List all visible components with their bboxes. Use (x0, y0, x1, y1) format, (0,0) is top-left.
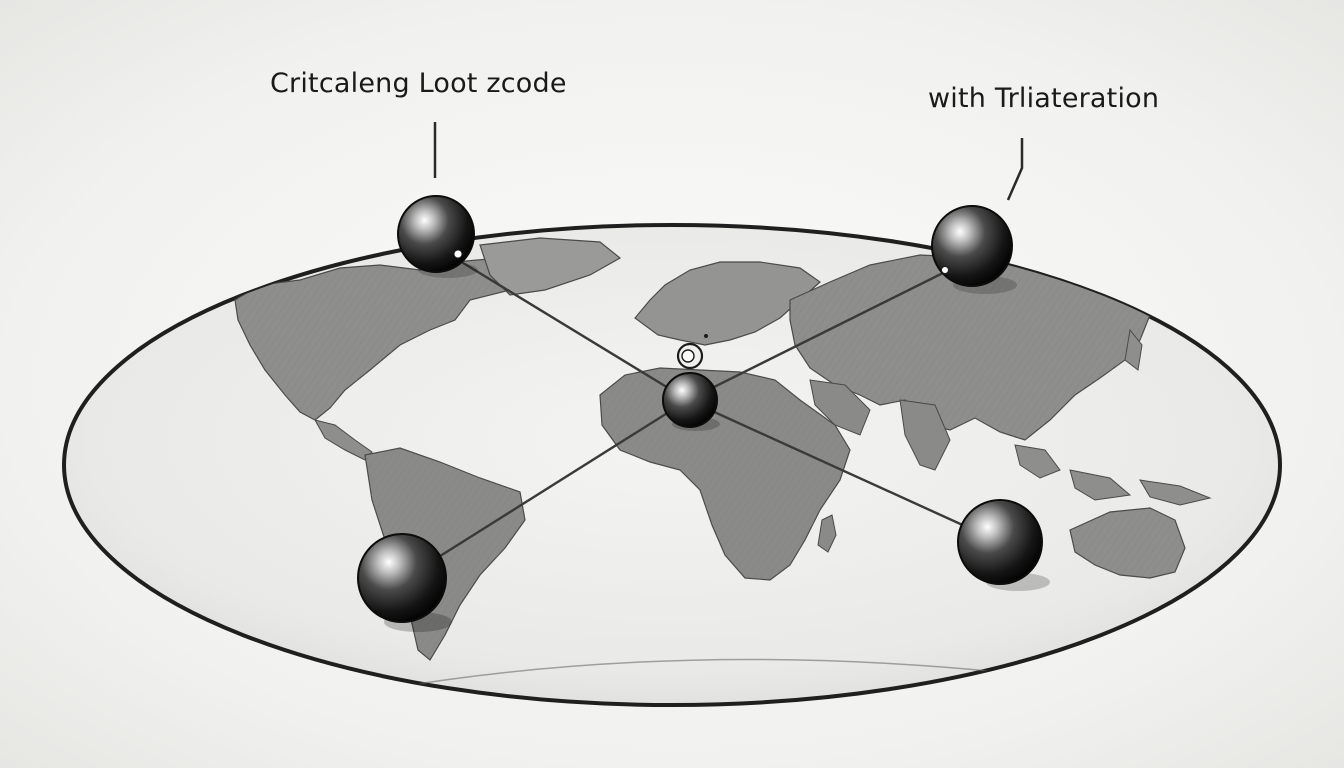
target-location (662, 334, 720, 431)
sphere-icon (662, 372, 718, 428)
location-pin-icon (676, 342, 704, 370)
line-top-right-to-center (687, 270, 946, 402)
sphere-icon (357, 533, 447, 623)
sphere-icon (931, 205, 1013, 287)
label-right-leader (1006, 138, 1024, 201)
sphere-icon (397, 195, 475, 273)
trilateration-lines (401, 256, 1001, 582)
line-center-to-bottom-left (401, 398, 689, 582)
sphere-bottom-right (957, 499, 1050, 591)
label-right: with Trliateration (928, 83, 1160, 114)
label-left: Critcaleng Loot zcode (270, 68, 567, 99)
line-top-left-to-center (454, 256, 689, 402)
sphere-icon (957, 499, 1043, 585)
sphere-bottom-left (357, 533, 452, 632)
sphere-top-left (397, 195, 478, 278)
sphere-top-right (931, 205, 1017, 294)
greenland (479, 237, 622, 296)
line-center-to-bottom-right (687, 398, 1001, 544)
